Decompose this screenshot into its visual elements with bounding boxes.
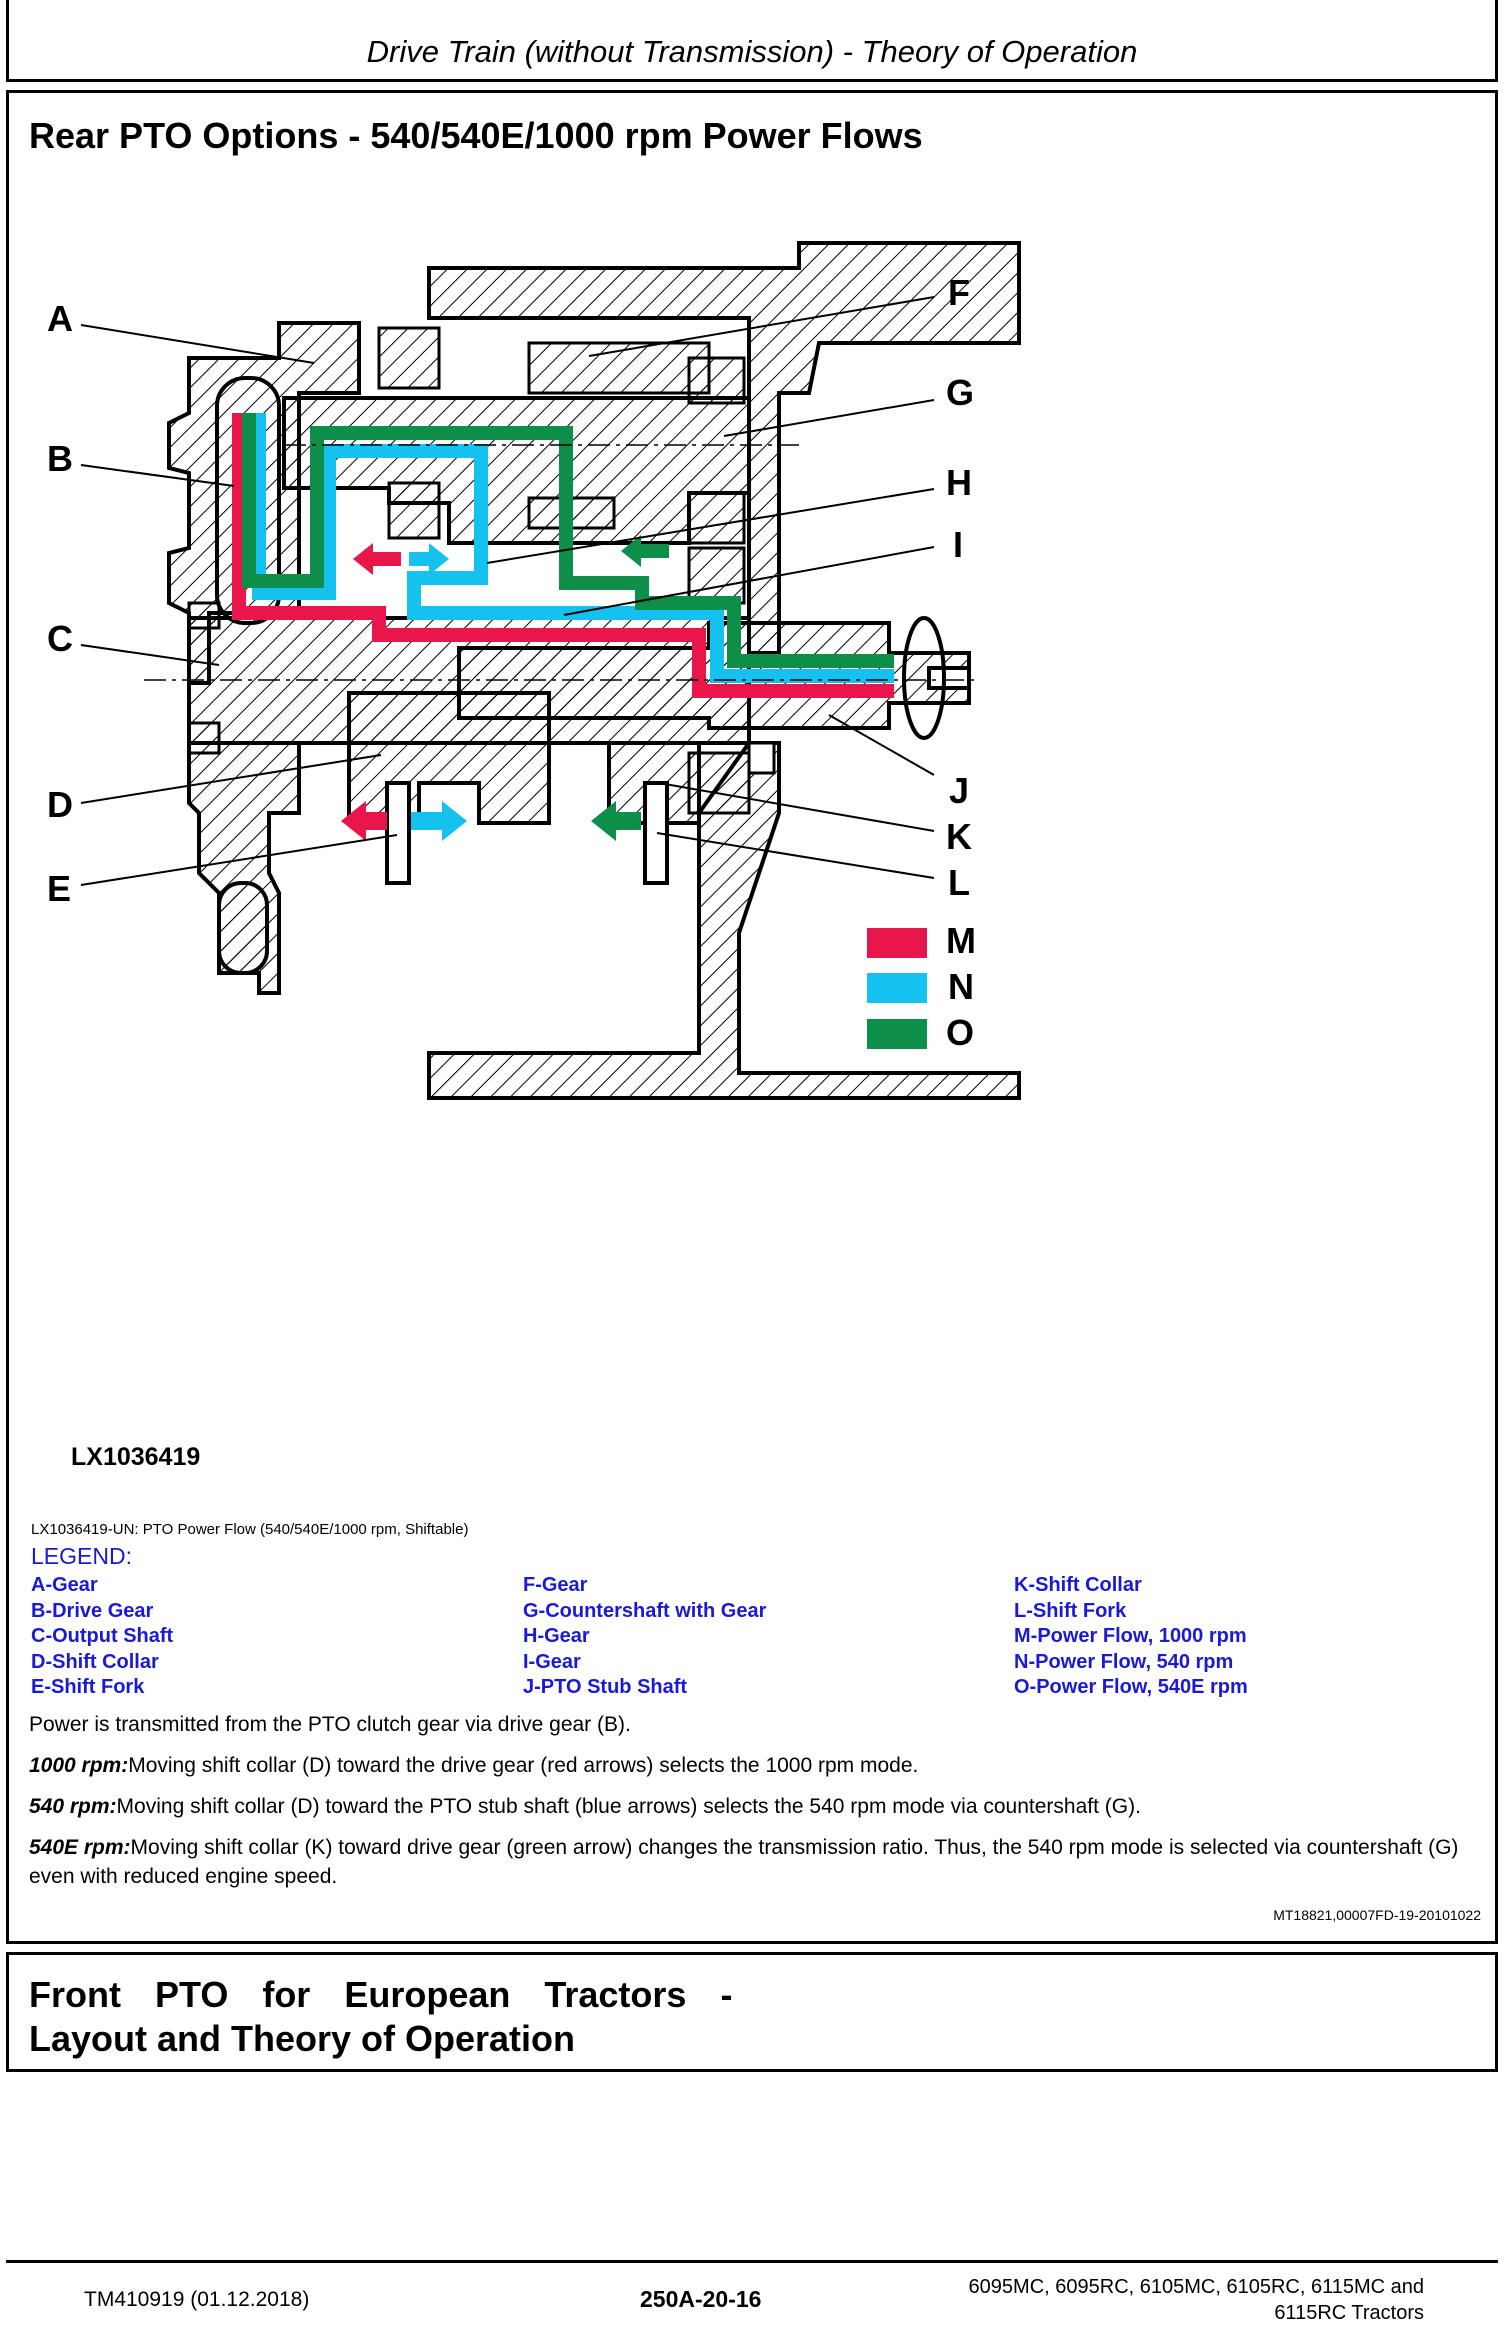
shift-arrows [341, 535, 669, 841]
page-header: Drive Train (without Transmission) - The… [6, 0, 1498, 82]
center-lines [144, 444, 974, 681]
legend-item: N-Power Flow, 540 rpm [1014, 1650, 1234, 1673]
power-flow-540-rpm [252, 413, 894, 683]
legend-title: LEGEND: [31, 1543, 132, 1569]
callout-h: H [946, 462, 972, 503]
footer-page-number: 250A-20-16 [640, 2286, 762, 2312]
title-word: for [262, 1974, 311, 2015]
figure-id: LX1036419 [71, 1443, 201, 1471]
legend-item: A-Gear [31, 1574, 98, 1596]
callout-a: A [47, 298, 73, 339]
footer-models-line-2: 6115RC Tractors [1274, 2302, 1424, 2324]
legend-item: O-Power Flow, 540E rpm [1014, 1676, 1248, 1698]
blue-arrow-upper [409, 543, 449, 575]
section-title: Rear PTO Options - 540/540E/1000 rpm Pow… [29, 115, 923, 156]
blue-arrow-lower [411, 801, 467, 841]
red-arrow-upper [353, 543, 401, 575]
legend-item: D-Shift Collar [31, 1650, 159, 1673]
legend-item: C-Output Shaft [31, 1625, 174, 1647]
callout-d: D [47, 784, 73, 825]
shift-forks [385, 781, 669, 885]
paragraph-lead: 1000 rpm: [29, 1754, 129, 1777]
paragraph-540e-rpm: 540E rpm:Moving shift collar (K) toward … [29, 1833, 1479, 1891]
footer-manual-id: TM410919 (01.12.2018) [84, 2288, 310, 2311]
footer-models: 6095MC, 6095RC, 6105MC, 6105RC, 6115MC a… [969, 2274, 1424, 2326]
legend-column-1: A-Gear B-Drive Gear C-Output Shaft D-Shi… [31, 1573, 173, 1701]
legend-item: I-Gear [523, 1650, 581, 1673]
footer-models-line-1: 6095MC, 6095RC, 6105MC, 6105RC, 6115MC a… [968, 2276, 1424, 2298]
paragraph-text: Moving shift collar (D) toward the PTO s… [116, 1795, 1141, 1818]
paragraph-lead: 540 rpm: [29, 1795, 117, 1818]
power-flow-1000-rpm [232, 413, 894, 698]
paragraph-1000-rpm: 1000 rpm:Moving shift collar (D) toward … [29, 1751, 1479, 1780]
green-arrow-lower [591, 801, 641, 841]
paragraph-power-source: Power is transmitted from the PTO clutch… [29, 1713, 631, 1736]
color-key [867, 928, 927, 1049]
callout-k: K [946, 816, 972, 857]
legend-item: L-Shift Fork [1014, 1599, 1127, 1622]
swatch-o [867, 1019, 927, 1049]
swatch-n [867, 973, 927, 1003]
paragraph-lead: 540E rpm: [29, 1836, 131, 1859]
paragraph-text: Moving shift collar (K) toward drive gea… [29, 1836, 1459, 1888]
title-word: PTO [154, 1974, 229, 2015]
paragraph-540-rpm: 540 rpm:Moving shift collar (D) toward t… [29, 1792, 1479, 1821]
legend-item: G-Countershaft with Gear [523, 1599, 767, 1622]
power-flow-540e-rpm [242, 413, 894, 668]
title-word: Tractors [544, 1974, 687, 2015]
callout-g: G [946, 372, 974, 413]
title-word: European [344, 1974, 511, 2015]
title-word: - [720, 1974, 733, 2015]
callout-f: F [948, 272, 970, 313]
front-title-line-1: Front PTO for European Tractors- [29, 1973, 766, 2017]
legend-item: E-Shift Fork [31, 1676, 145, 1698]
paragraph-text: Moving shift collar (D) toward the drive… [128, 1754, 919, 1777]
footer-rule [6, 2260, 1498, 2263]
rear-pto-section: Rear PTO Options - 540/540E/1000 rpm Pow… [6, 90, 1498, 1944]
callout-m: M [946, 920, 976, 961]
legend-column-2: F-Gear G-Countershaft with Gear H-Gear I… [523, 1573, 766, 1701]
leader-lines [80, 296, 935, 886]
callout-i: I [953, 524, 963, 565]
power-flows [232, 413, 894, 698]
callout-l: L [948, 862, 970, 903]
title-word: Front [29, 1974, 121, 2015]
callout-n: N [948, 966, 974, 1007]
figure-caption: LX1036419-UN: PTO Power Flow (540/540E/1… [31, 1521, 469, 1538]
front-title-line-2: Layout and Theory of Operation [29, 2018, 576, 2059]
swatch-m [867, 928, 927, 958]
callout-c: C [47, 618, 73, 659]
front-section-title: Front PTO for European Tractors- Layout and … [29, 1973, 766, 2061]
legend-item: F-Gear [523, 1574, 588, 1596]
callout-b: B [47, 438, 73, 479]
callout-o: O [946, 1012, 974, 1053]
reference-code: MT18821,00007FD-19-20101022 [1273, 1907, 1481, 1923]
green-arrow-upper [621, 535, 669, 567]
front-pto-section: Front PTO for European Tractors- Layout and … [6, 1952, 1498, 2072]
bearings [187, 326, 776, 815]
pto-power-flow-diagram: A B C D E F G H I J K L M N O [47, 241, 1021, 1100]
red-arrow-lower [341, 801, 387, 841]
callout-e: E [47, 868, 71, 909]
legend-item: K-Shift Collar [1014, 1574, 1142, 1596]
legend-item: J-PTO Stub Shaft [523, 1676, 688, 1698]
legend-item: H-Gear [523, 1625, 590, 1647]
callout-j: J [949, 770, 969, 811]
legend-item: M-Power Flow, 1000 rpm [1014, 1625, 1247, 1647]
legend-item: B-Drive Gear [31, 1599, 154, 1622]
header-title: Drive Train (without Transmission) - The… [366, 34, 1138, 69]
legend-column-3: K-Shift Collar L-Shift Fork M-Power Flow… [1014, 1573, 1248, 1701]
callout-labels: A B C D E F G H I J K L M N O [47, 272, 976, 1053]
drive-gear-column [215, 376, 281, 975]
